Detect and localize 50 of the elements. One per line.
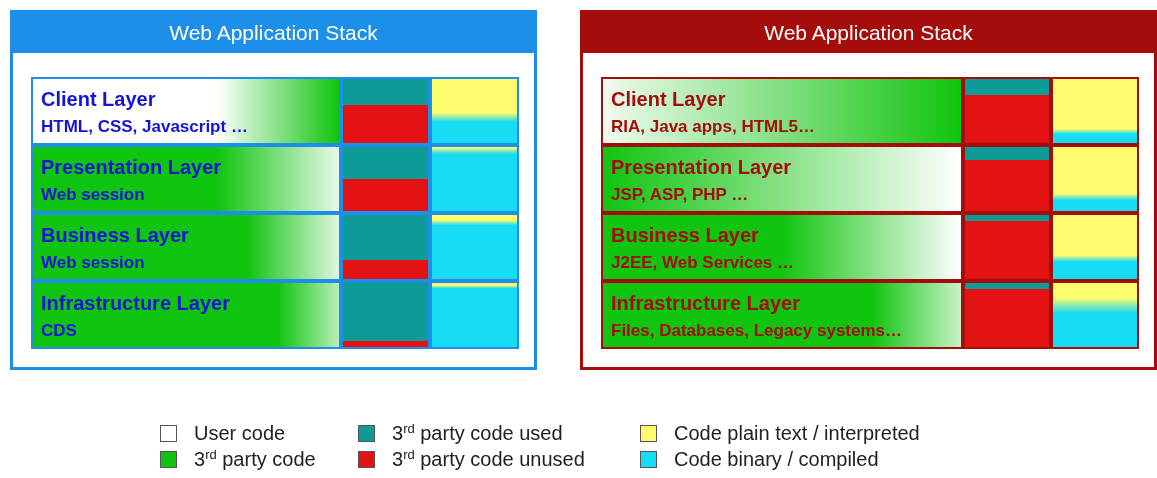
layer-technologies: Web session (41, 253, 145, 273)
code-form-bar (1051, 213, 1139, 281)
legend-text: Code plain text / interpreted (674, 422, 920, 444)
code-form-bar (1051, 145, 1139, 213)
layer-box (31, 213, 341, 281)
stack-panel (580, 10, 1157, 370)
legend-text: User code (194, 422, 286, 444)
legend-text: Code binary / compiled (674, 448, 879, 470)
code-usage-bar (341, 213, 430, 281)
layer-box (601, 145, 963, 213)
legend-text: 3$^{rd}$ party code (194, 448, 316, 470)
code-usage-bar (963, 213, 1051, 281)
code-usage-bar (963, 77, 1051, 145)
layer-technologies: J2EE, Web Services … (611, 253, 794, 273)
layer-box (31, 281, 341, 349)
layer-box (601, 213, 963, 281)
code-form-bar (430, 281, 519, 349)
layer-technologies: JSP, ASP, PHP … (611, 185, 749, 205)
layer-name: Client Layer (41, 88, 156, 111)
layer-technologies: Files, Databases, Legacy systems… (611, 321, 903, 341)
code-form-bar (430, 77, 519, 145)
legend-text: 3$^{rd}$ party code used (392, 422, 563, 444)
layer-name: Business Layer (611, 224, 759, 247)
code-usage-bar (341, 77, 430, 145)
layer-name: Business Layer (41, 224, 189, 247)
panel-title: Web Application Stack (583, 13, 1154, 53)
layer-technologies: CDS (41, 321, 77, 341)
layer-box (601, 77, 963, 145)
layer-name: Presentation Layer (611, 156, 792, 179)
code-form-bar (1051, 77, 1139, 145)
code-usage-bar (963, 281, 1051, 349)
code-usage-bar (963, 145, 1051, 213)
panel-title: Web Application Stack (13, 13, 534, 53)
code-form-bar (1051, 281, 1139, 349)
legend-text: 3$^{rd}$ party code unused (392, 448, 585, 470)
code-usage-bar (341, 145, 430, 213)
code-usage-bar (341, 281, 430, 349)
layer-name: Client Layer (611, 88, 726, 111)
code-form-bar (430, 145, 519, 213)
layer-name: Infrastructure Layer (41, 292, 230, 315)
layer-technologies: HTML, CSS, Javascript … (41, 117, 248, 137)
layer-technologies: Web session (41, 185, 145, 205)
layer-technologies: RIA, Java apps, HTML5… (611, 117, 816, 137)
stack-panel (10, 10, 537, 370)
layer-box (31, 145, 341, 213)
layer-box (31, 77, 341, 145)
layer-name: Infrastructure Layer (611, 292, 800, 315)
layer-box (601, 281, 963, 349)
layer-name: Presentation Layer (41, 156, 222, 179)
code-form-bar (430, 213, 519, 281)
